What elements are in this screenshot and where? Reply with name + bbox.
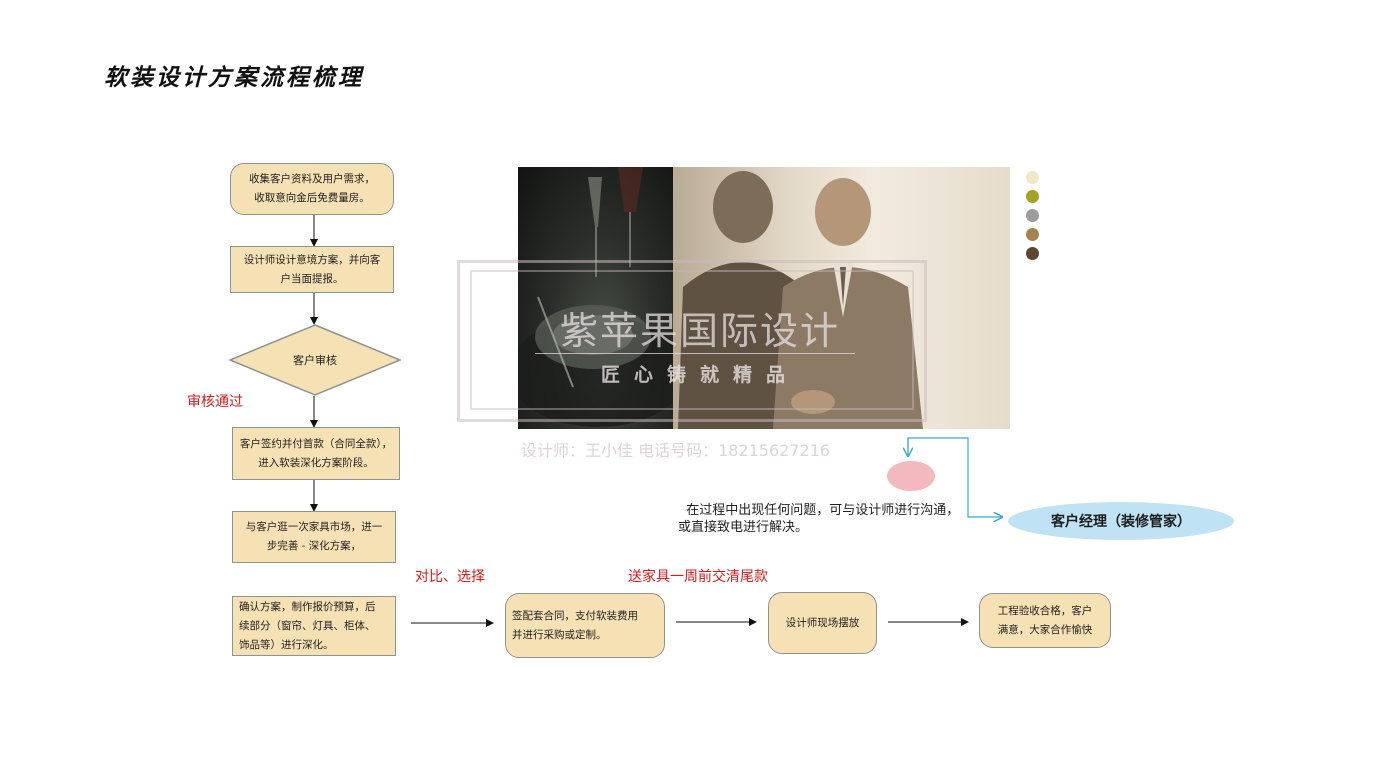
watermark-frame-inner [470, 270, 914, 410]
decision-client-review: 客户审核 [229, 324, 401, 396]
diamond-shape [229, 324, 401, 396]
step-onsite-arrangement: 设计师现场摆放 [768, 592, 877, 654]
businessmen-illustration [678, 171, 923, 429]
label-approved: 审核通过 [187, 394, 243, 410]
palette-swatch-brown [1026, 247, 1039, 260]
meeting-photo: 佳 [518, 167, 1010, 429]
watermark-designer-contact: 设计师：王小佳 电话号码：18215627216 [521, 441, 831, 460]
step-acceptance: 工程验收合格，客户 满意，大家合作愉快 [979, 593, 1111, 648]
step-design-proposal: 设计师设计意境方案，并向客 户当面提报。 [230, 246, 394, 293]
watermark-frame-outer [457, 260, 927, 422]
page-title: 软装设计方案流程梳理 [104, 64, 364, 91]
step-confirm-budget: 确认方案，制作报价预算，后 续部分（窗帘、灯具、柜体、 饰品等）进行深化。 [232, 596, 396, 656]
step-sign-contract: 客户签约并付首款（合同全款）， 进入软装深化方案阶段。 [232, 427, 400, 480]
watermark-company-name: 紫苹果国际设计 [559, 309, 840, 353]
palette-swatch-gray [1026, 209, 1039, 222]
step-supply-contract: 签配套合同，支付软装费用 并进行采购或定制。 [505, 593, 665, 658]
label-final-payment: 送家具一周前交清尾款 [628, 569, 768, 585]
watermark-slogan: 匠心铸就精品 [600, 364, 799, 386]
account-manager-badge: 客户经理（装修管家） [1008, 502, 1234, 540]
step-collect-info: 收集客户资料及用户需求， 收取意向金后免费量房。 [230, 163, 394, 215]
communication-note: 在过程中出现任何问题，可与设计师进行沟通， 或直接致电进行解决。 [678, 461, 959, 536]
step-furniture-market: 与客户逛一次家具市场，进一 步完善 - 深化方案， [232, 511, 396, 563]
palette-swatch-cream [1026, 171, 1039, 184]
palette-swatch-tan [1026, 228, 1039, 241]
palette-swatch-olive [1026, 190, 1039, 203]
label-compare-select: 对比、选择 [415, 569, 485, 585]
handshake-photo: 佳 [673, 167, 1010, 429]
dining-table-photo [518, 167, 688, 429]
watermark-divider [535, 353, 855, 354]
